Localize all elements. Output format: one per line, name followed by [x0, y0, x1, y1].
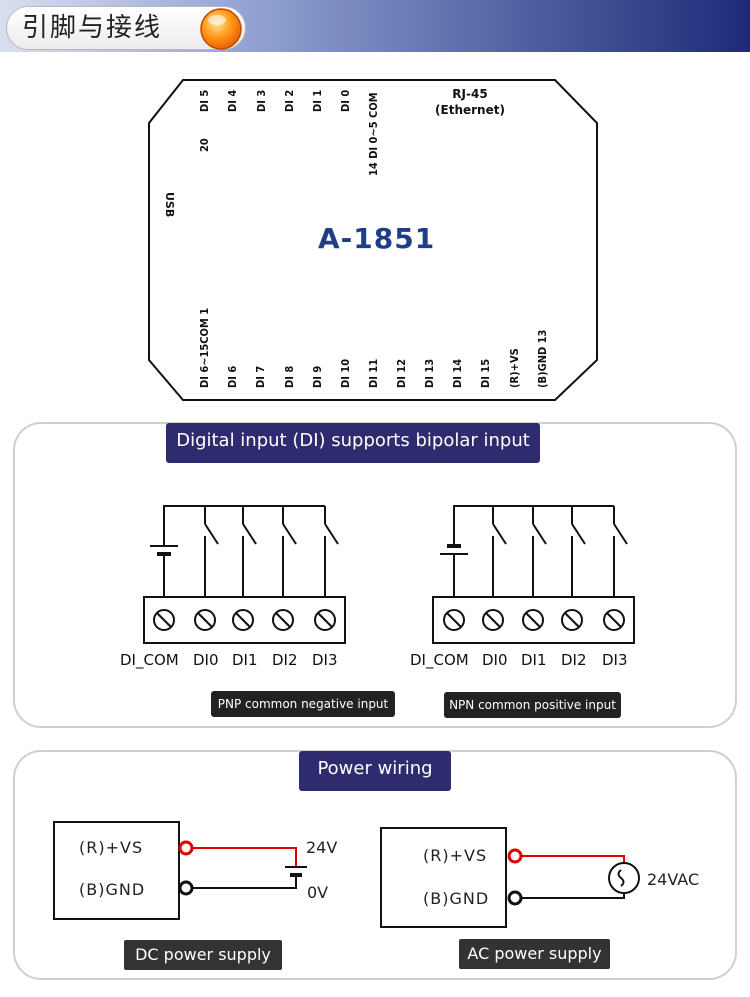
pin-di0-5-com: 14 DI 0~5 COM [367, 92, 380, 176]
orange-ball-icon [200, 8, 242, 50]
di-section-title: Digital input (DI) supports bipolar inpu… [166, 423, 540, 463]
pin-di12: DI 12 [395, 358, 408, 388]
pin-di9: DI 9 [311, 365, 324, 388]
pin-di7: DI 7 [254, 365, 267, 388]
pnp-caption: PNP common negative input [211, 691, 395, 717]
di-panel [13, 422, 737, 728]
terminal-label-di0: DI0 [193, 651, 219, 669]
dc-module-box [53, 821, 180, 920]
di-wiring-diagram [143, 505, 635, 644]
dc-gnd-label: (B)GND [79, 880, 146, 899]
npn-caption: NPN common positive input [444, 692, 621, 718]
terminal-label-di1-2: DI1 [521, 651, 547, 669]
terminal-label-di-com-2: DI_COM [410, 651, 469, 669]
power-wiring-diagram [178, 840, 640, 906]
usb-label: USB [163, 192, 176, 218]
pin-di14: DI 14 [451, 358, 464, 388]
terminal-label-di1: DI1 [232, 651, 258, 669]
device-outline [148, 79, 598, 401]
pin-number-20: 20 [198, 138, 211, 152]
pin-di11: DI 11 [367, 358, 380, 388]
ac-vs-label: (R)+VS [423, 846, 488, 865]
dc-vs-label: (R)+VS [79, 838, 144, 857]
pin-di8: DI 8 [283, 365, 296, 388]
ac-caption: AC power supply [459, 939, 610, 969]
terminal-label-di3-2: DI3 [602, 651, 628, 669]
ac-module-box [380, 827, 507, 928]
pin-di15: DI 15 [479, 358, 492, 388]
pin-vs: (R)+VS [508, 348, 521, 388]
pin-di4: DI 4 [226, 89, 239, 112]
dc-caption: DC power supply [124, 940, 282, 970]
dc-24v-label: 24V [306, 838, 338, 857]
pin-di5: DI 5 [198, 89, 211, 112]
pin-di13: DI 13 [423, 358, 436, 388]
pin-di6-15-com1: DI 6~15COM 1 [198, 307, 211, 388]
pin-di10: DI 10 [339, 358, 352, 388]
terminal-label-di0-2: DI0 [482, 651, 508, 669]
device-model: A-1851 [318, 222, 436, 255]
pin-di0: DI 0 [339, 89, 352, 112]
page-title: 引脚与接线 [22, 13, 163, 43]
pin-di3: DI 3 [255, 89, 268, 112]
ac-gnd-label: (B)GND [423, 889, 490, 908]
terminal-label-di2: DI2 [272, 651, 298, 669]
pin-gnd-13: (B)GND 13 [536, 329, 549, 388]
power-section-title: Power wiring [299, 751, 451, 791]
terminal-label-di-com: DI_COM [120, 651, 179, 669]
rj45-line2: (Ethernet) [435, 103, 505, 117]
terminal-label-di2-2: DI2 [561, 651, 587, 669]
terminal-label-di3: DI3 [312, 651, 338, 669]
rj45-label: RJ-45 (Ethernet) [430, 86, 510, 118]
pin-di1: DI 1 [311, 89, 324, 112]
rj45-line1: RJ-45 [452, 87, 488, 101]
pin-di2: DI 2 [283, 89, 296, 112]
dc-0v-label: 0V [307, 883, 329, 902]
ac-24vac-label: 24VAC [647, 870, 700, 889]
pin-di6: DI 6 [226, 365, 239, 388]
